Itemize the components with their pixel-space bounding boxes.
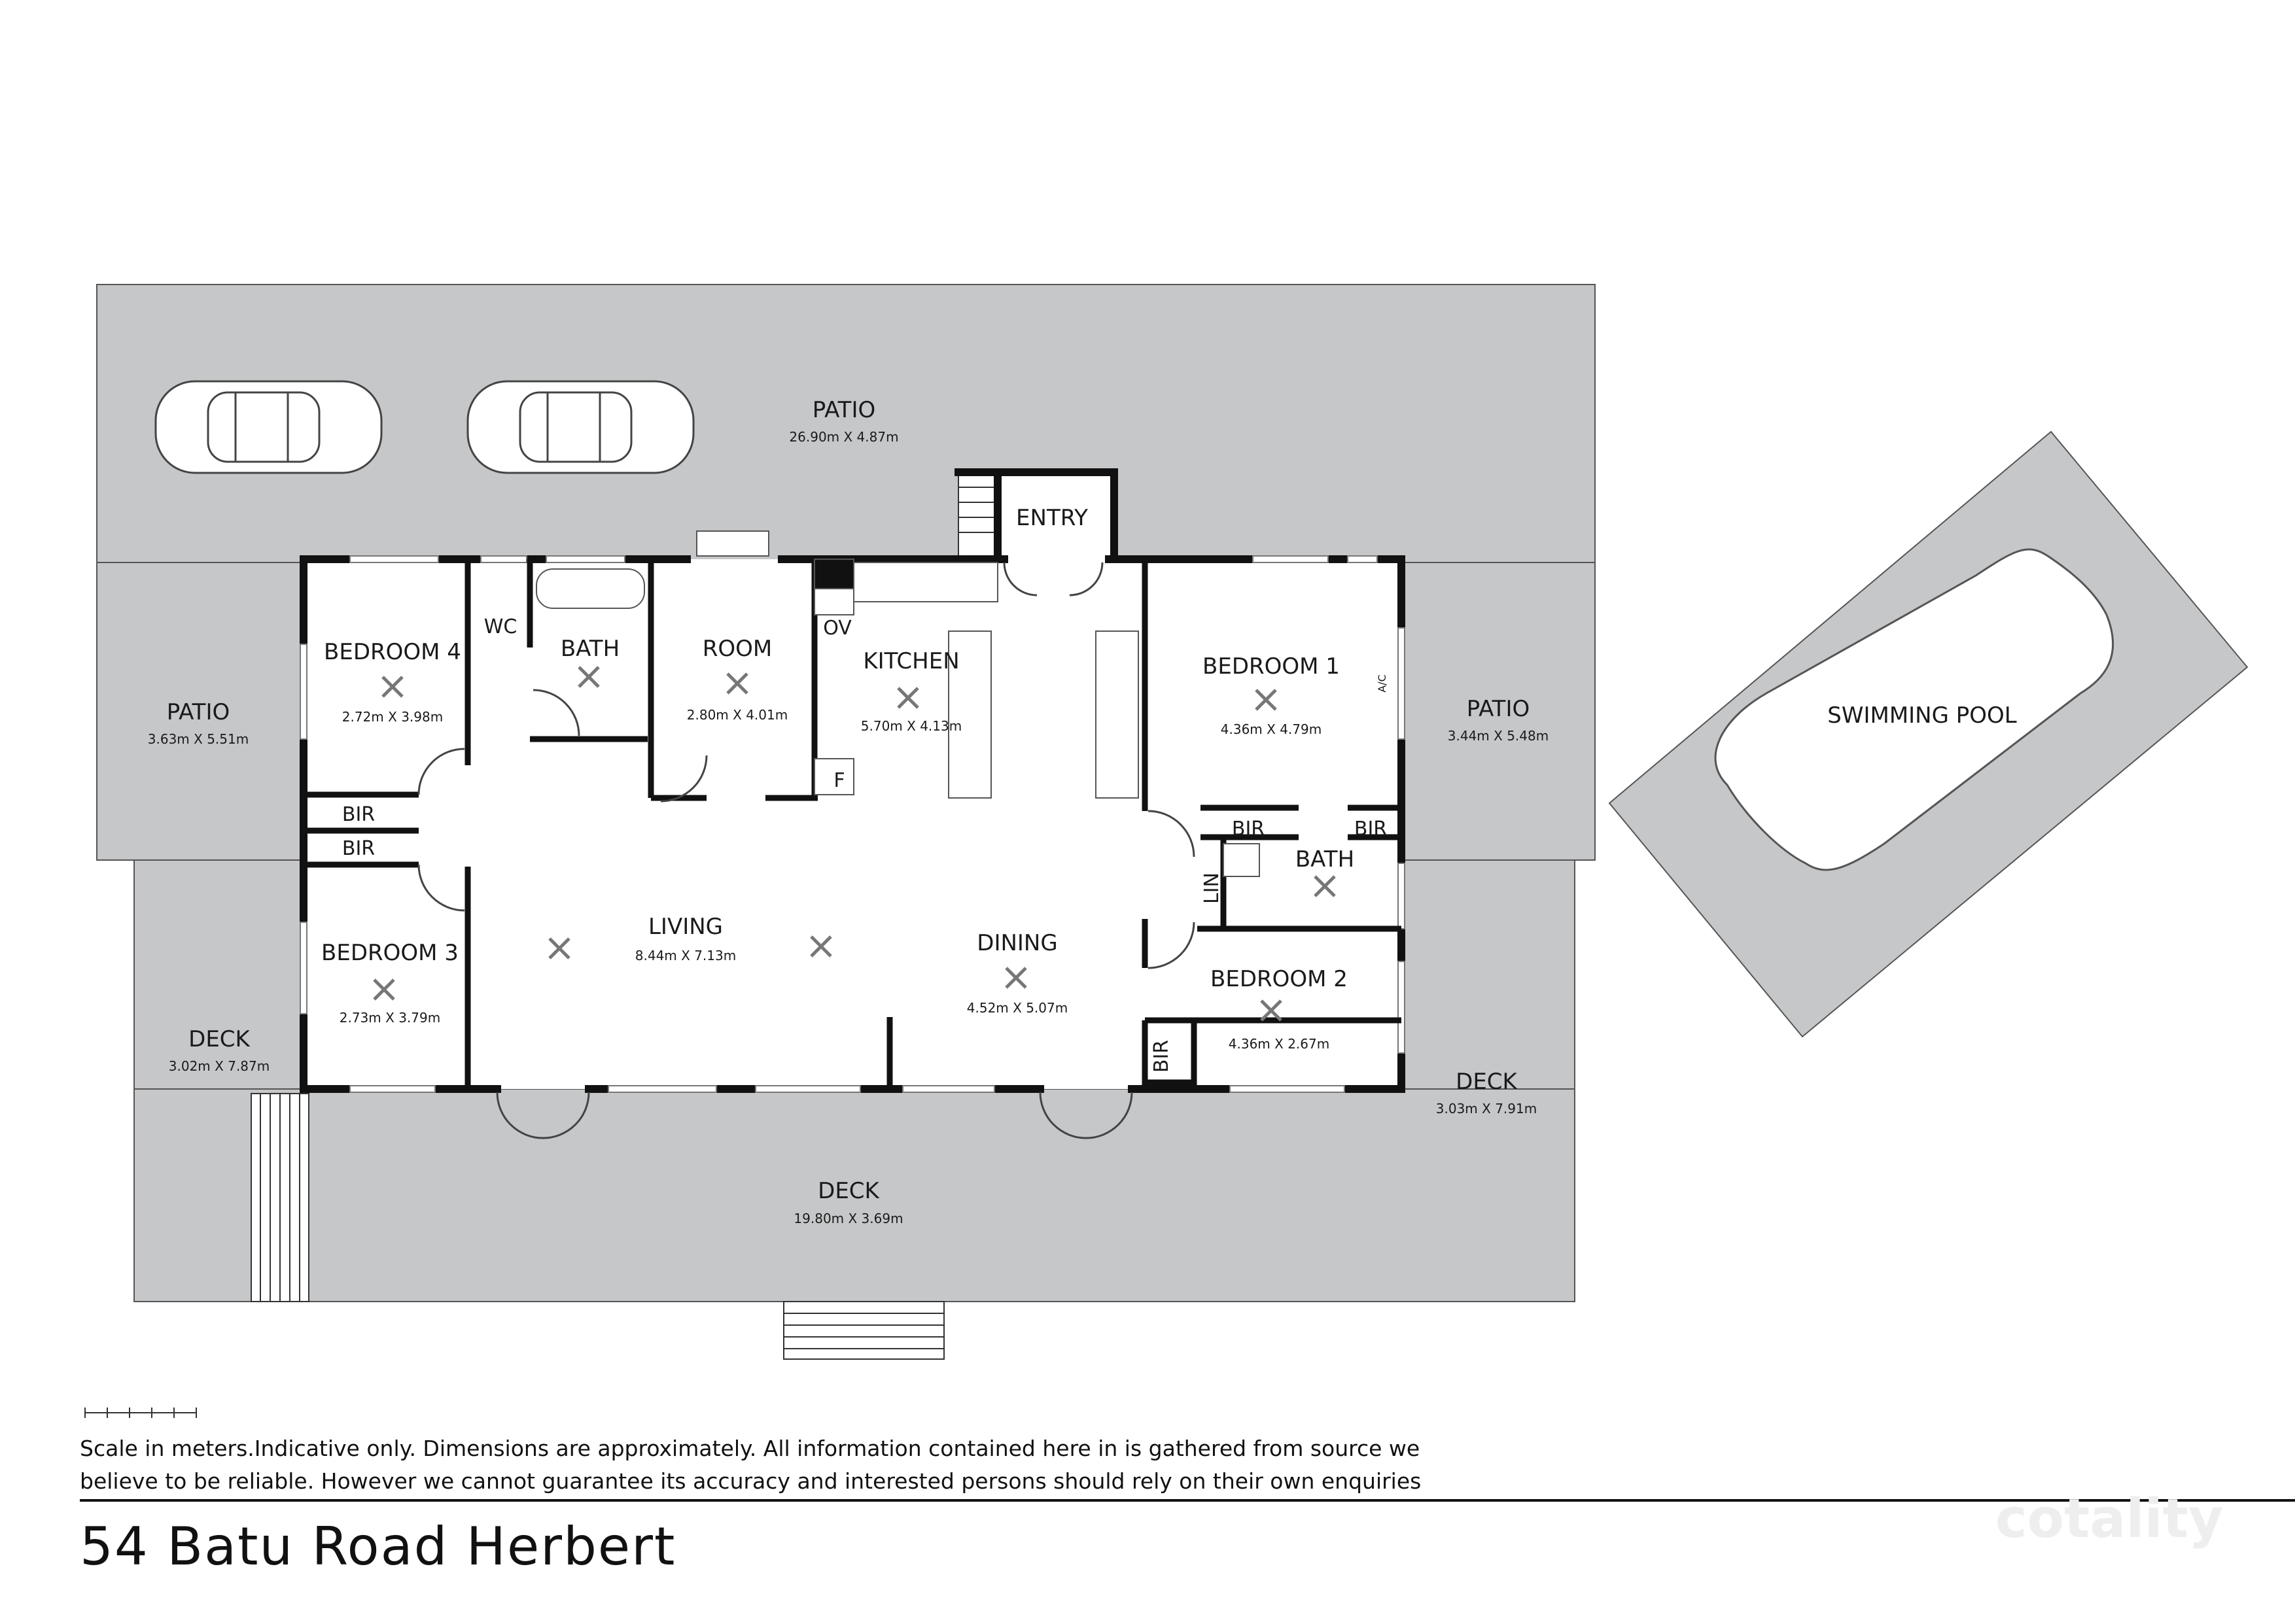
living-name: LIVING	[648, 914, 723, 940]
deck-bottom-dim: 19.80m X 3.69m	[794, 1211, 903, 1226]
bedroom3-dim: 2.73m X 3.79m	[340, 1010, 440, 1026]
dining-dim: 4.52m X 5.07m	[967, 1000, 1068, 1016]
pool-name: SWIMMING POOL	[1827, 702, 2017, 729]
bedroom2-name: BEDROOM 2	[1210, 966, 1348, 992]
patio-top-name: PATIO	[813, 397, 876, 423]
kitchen-dim: 5.70m X 4.13m	[861, 718, 962, 734]
kitchen-fixtures	[536, 530, 1260, 877]
deck-left-dim: 3.02m X 7.87m	[169, 1058, 270, 1074]
property-address: 54 Batu Road Herbert	[80, 1516, 676, 1577]
deck-bottom-area	[133, 1088, 1575, 1302]
f-label: F	[833, 769, 845, 792]
car-icon	[466, 380, 695, 474]
bedroom1-dim: 4.36m X 4.79m	[1221, 721, 1322, 737]
scale-bar	[84, 1408, 197, 1418]
deck-right-dim: 3.03m X 7.91m	[1436, 1101, 1537, 1116]
bath-ensuite-name: BATH	[1295, 846, 1354, 872]
patio-left-dim: 3.63m X 5.51m	[148, 731, 249, 747]
car-icon	[154, 380, 383, 474]
stairs-entry	[958, 472, 998, 557]
deck-left-name: DECK	[188, 1026, 251, 1052]
patio-left-name: PATIO	[167, 699, 230, 725]
disclaimer: Scale in meters.Indicative only. Dimensi…	[80, 1432, 1585, 1498]
bir-bed2-label: BIR	[1150, 1040, 1173, 1073]
ov-label: OV	[823, 617, 852, 640]
bir-bed3-label: BIR	[342, 837, 375, 860]
room-dim: 2.80m X 4.01m	[687, 707, 788, 723]
patio-top-dim: 26.90m X 4.87m	[789, 429, 898, 445]
bedroom4-name: BEDROOM 4	[324, 639, 461, 665]
wc-name: WC	[484, 615, 517, 638]
stairs-left	[251, 1093, 309, 1302]
entry-name: ENTRY	[1016, 505, 1088, 531]
room-labels: PATIO 26.90m X 4.87m PATIO 3.63m X 5.51m…	[148, 397, 2017, 1226]
house-floor	[304, 472, 1401, 1089]
windows	[300, 555, 1405, 1093]
oven-block	[814, 559, 854, 589]
bedroom4-dim: 2.72m X 3.98m	[342, 709, 443, 725]
disclaimer-line-2: believe to be reliable. However we canno…	[80, 1468, 1422, 1494]
swimming-pool	[1714, 548, 2114, 871]
bedroom2-dim: 4.36m X 2.67m	[1229, 1036, 1329, 1052]
patio-left-area	[96, 562, 304, 861]
bedroom3-name: BEDROOM 3	[321, 940, 459, 966]
bir-bed1a-label: BIR	[1232, 818, 1265, 840]
footer-divider	[80, 1499, 2295, 1502]
kitchen-name: KITCHEN	[863, 648, 959, 674]
dining-name: DINING	[977, 930, 1057, 956]
patio-right-dim: 3.44m X 5.48m	[1448, 728, 1549, 744]
bath-main-name: BATH	[561, 636, 620, 662]
deck-bottom-name: DECK	[818, 1178, 880, 1204]
bir-bed1b-label: BIR	[1354, 818, 1387, 840]
deck-right-name: DECK	[1456, 1069, 1518, 1095]
ceiling-fan-icon	[373, 666, 1336, 1022]
stairs-bottom	[783, 1301, 945, 1360]
disclaimer-line-1: Scale in meters.Indicative only. Dimensi…	[80, 1436, 1420, 1461]
lin-label: LIN	[1200, 872, 1223, 904]
brand-logo: cotality	[1995, 1488, 2224, 1550]
bedroom1-name: BEDROOM 1	[1202, 653, 1340, 680]
patio-right-name: PATIO	[1467, 696, 1530, 722]
doors	[417, 562, 1195, 1139]
benchtop-sinks	[696, 530, 769, 557]
living-dim: 8.44m X 7.13m	[635, 948, 736, 963]
room-name: ROOM	[703, 636, 772, 662]
bir-bed4-label: BIR	[342, 803, 375, 826]
outdoor-lines	[97, 562, 1595, 861]
ac-label: A/C	[1376, 674, 1388, 693]
